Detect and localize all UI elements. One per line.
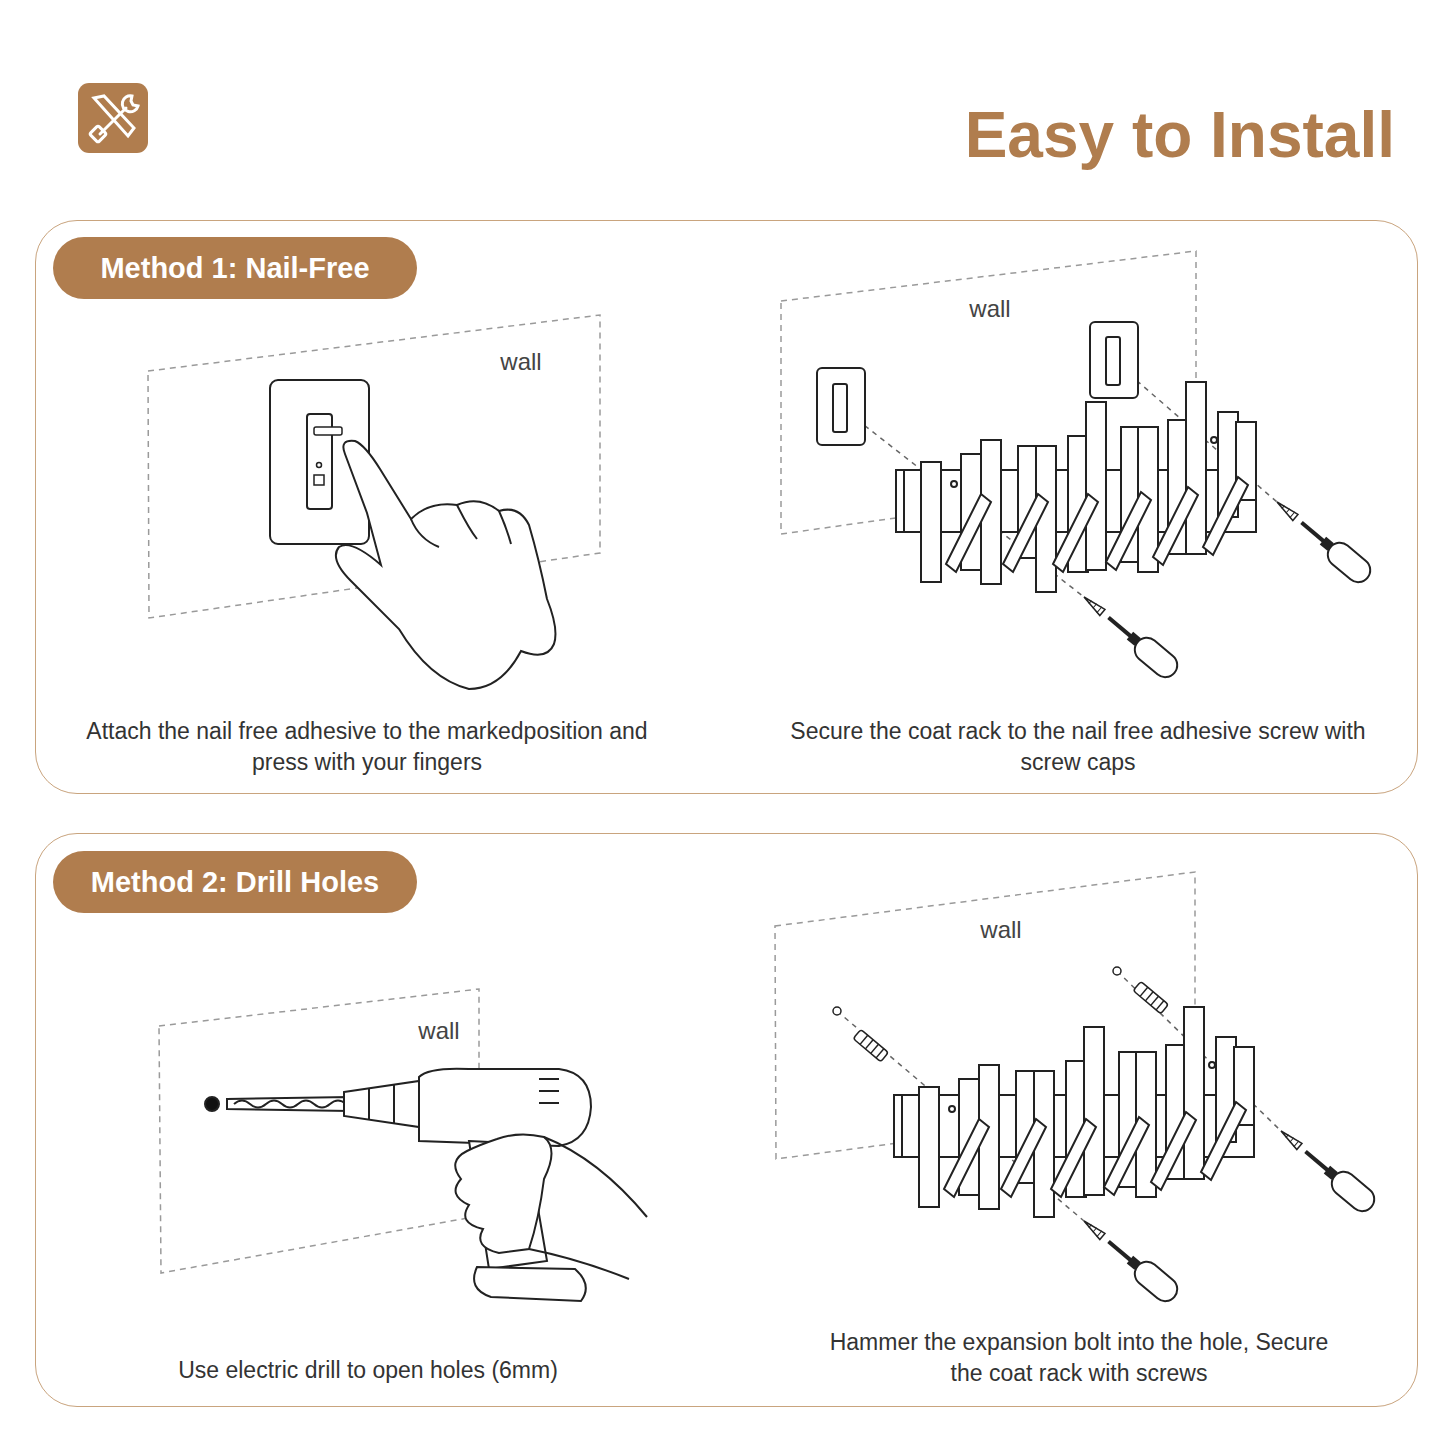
wall-label-holder: wall [418, 1017, 459, 1045]
screwdriver [1274, 1122, 1380, 1216]
wall-label: wall [969, 295, 1010, 322]
step-caption: Secure the coat rack to the nail free ad… [790, 718, 1365, 775]
screwdriver [1077, 588, 1183, 682]
hand [456, 1135, 648, 1280]
step-caption: Hammer the expansion bolt into the hole,… [830, 1329, 1329, 1386]
wall-label-holder: wall [969, 295, 1010, 323]
wall-label: wall [980, 916, 1021, 943]
method-two-illustration [34, 832, 1417, 1406]
method-tag: Method 1: Nail-Free [53, 237, 417, 299]
screwdriver [1270, 493, 1376, 587]
method-tag-text: Method 2: Drill Holes [91, 866, 379, 899]
method-tag: Method 2: Drill Holes [53, 851, 417, 913]
hand [336, 441, 556, 689]
caption-holder: Use electric drill to open holes (6mm) [68, 1355, 668, 1386]
expansion-bolt [854, 1030, 889, 1062]
expansion-bolt [1134, 982, 1169, 1014]
caption-holder: Hammer the expansion bolt into the hole,… [829, 1327, 1329, 1389]
method-panel: Use electric drill to open holes (6mm) Ha… [35, 833, 1418, 1407]
method-tag-text: Method 1: Nail-Free [100, 252, 369, 285]
dashed-guides [837, 971, 1281, 1221]
method-one-illustration [34, 219, 1417, 793]
caption-holder: Attach the nail free adhesive to the mar… [67, 716, 667, 778]
wall-holes [833, 967, 1121, 1015]
wall-label-holder: wall [500, 348, 541, 376]
method-panel: Attach the nail free adhesive to the mar… [35, 220, 1418, 794]
dashed-guides [841, 361, 1277, 597]
wall-label: wall [500, 348, 541, 375]
wall-label: wall [418, 1017, 459, 1044]
caption-holder: Secure the coat rack to the nail free ad… [778, 716, 1378, 778]
coat-rack [896, 382, 1256, 592]
drill [205, 1069, 591, 1301]
page-title: Easy to Install [965, 100, 1395, 170]
step-caption: Attach the nail free adhesive to the mar… [86, 718, 647, 775]
coat-rack [894, 1007, 1254, 1217]
screwdriver [1077, 1212, 1183, 1306]
wall-label-holder: wall [980, 916, 1021, 944]
step-caption: Use electric drill to open holes (6mm) [178, 1357, 558, 1383]
